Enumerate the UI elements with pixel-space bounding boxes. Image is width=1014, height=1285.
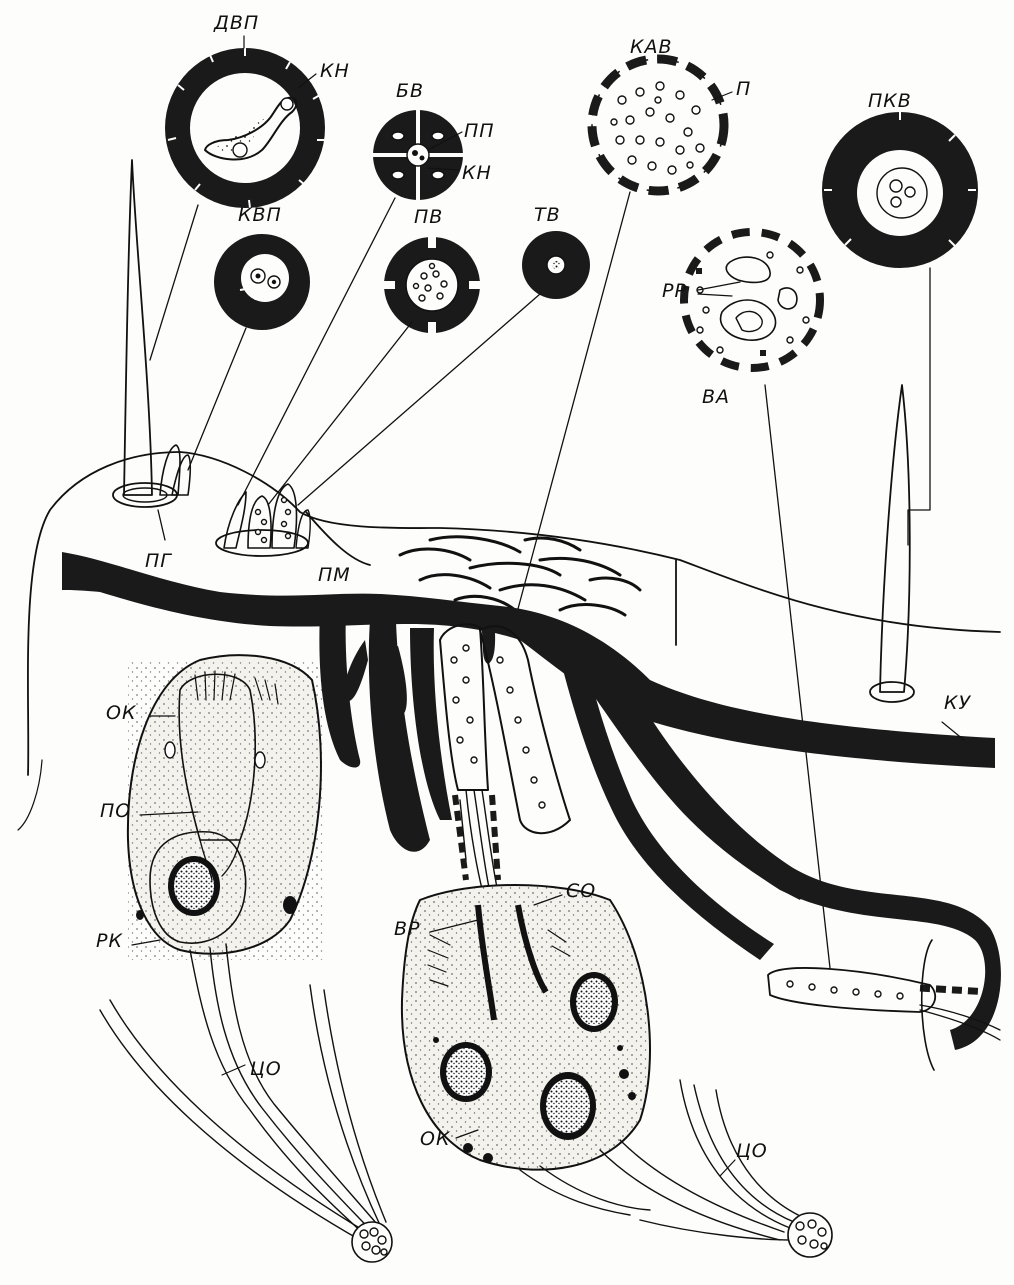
section-bv <box>373 110 463 200</box>
label-ku: КУ <box>944 694 971 713</box>
label-ok-left: ОК <box>106 704 136 723</box>
bottom-cell-group <box>402 885 650 1170</box>
section-dvp <box>165 48 325 208</box>
section-tv <box>522 231 590 299</box>
label-pr: РР <box>662 282 687 301</box>
label-kvp: КВП <box>238 206 282 225</box>
sensillum-lower-right <box>768 940 1000 1070</box>
label-vr: ВР <box>394 920 421 939</box>
label-tso-left: ЦО <box>250 1060 282 1079</box>
section-pv <box>383 236 481 334</box>
label-pm: ПМ <box>318 566 351 585</box>
label-pkv: ПКВ <box>868 92 912 111</box>
section-kvp <box>214 234 310 330</box>
label-so: СО <box>566 882 596 901</box>
section-pkv <box>822 112 978 268</box>
label-kav: КАВ <box>630 38 673 57</box>
nerve-knot-left <box>352 1222 392 1262</box>
label-va: ВА <box>702 388 730 407</box>
label-tso-right: ЦО <box>736 1142 768 1161</box>
label-kn-mid: КН <box>462 164 492 183</box>
label-kn-top: КН <box>320 62 350 81</box>
section-va <box>684 232 820 368</box>
label-pv: ПВ <box>414 208 443 227</box>
label-pp: ПП <box>464 122 495 141</box>
label-tv: ТВ <box>534 206 561 225</box>
label-ok-bottom: ОК <box>420 1130 450 1149</box>
label-pg: ПГ <box>145 552 172 571</box>
sensilla-pg <box>113 160 190 540</box>
label-bv: БВ <box>396 82 424 101</box>
sensilla-pm <box>216 484 310 556</box>
label-po: ПО <box>100 802 131 821</box>
label-rk: РК <box>96 932 123 951</box>
label-dvp: ДВП <box>214 14 259 33</box>
left-cell-group <box>128 655 324 960</box>
nerve-knot-right <box>788 1213 832 1257</box>
section-kav <box>592 59 724 191</box>
label-p: П <box>736 80 751 99</box>
